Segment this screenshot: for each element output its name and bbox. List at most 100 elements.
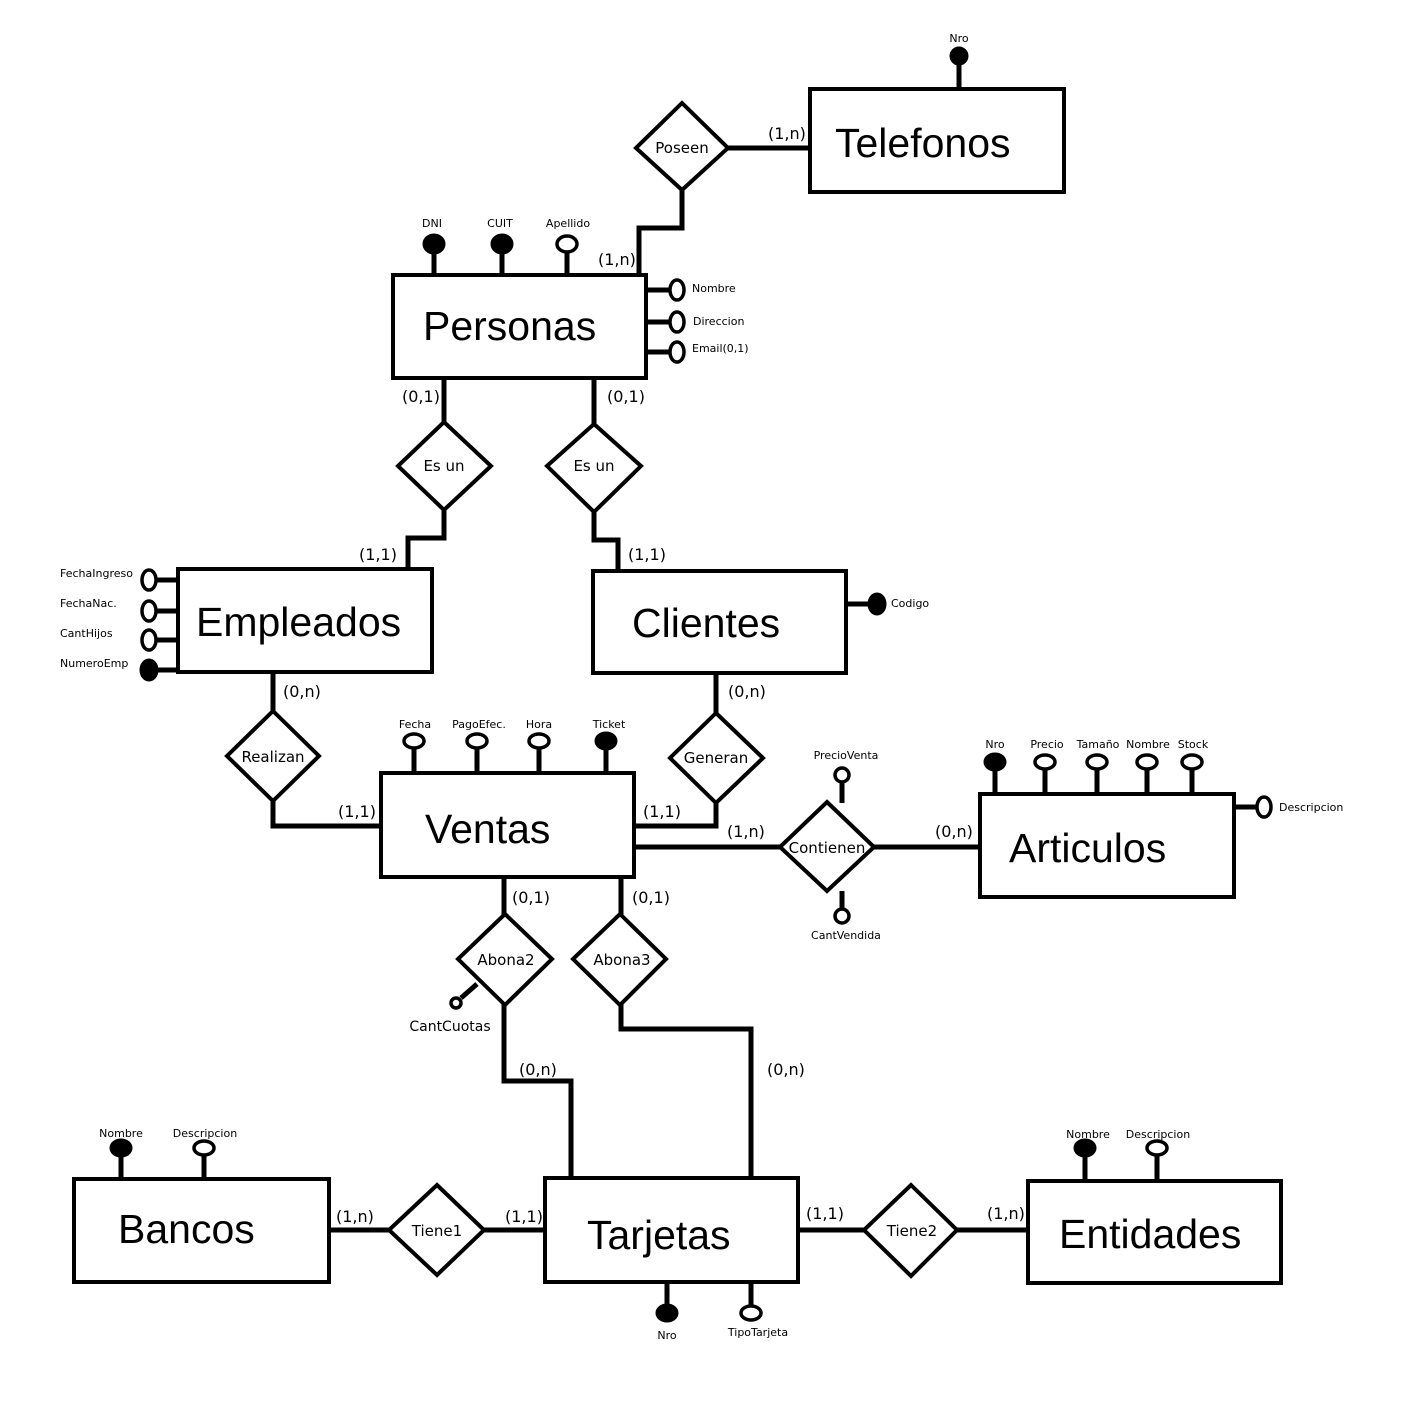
entity-empleados[interactable]: Empleados — [176, 567, 434, 674]
attribute-label: FechaIngreso — [60, 567, 133, 580]
attribute-label: PagoEfec. — [452, 718, 506, 731]
entity-entidades[interactable]: Entidades — [1026, 1179, 1283, 1285]
attribute-marker — [1085, 753, 1109, 771]
entity-label: Telefonos — [835, 120, 1011, 166]
relationship-tiene2[interactable]: Tiene2 — [861, 1182, 960, 1279]
cardinality-label: (1,1) — [628, 545, 666, 564]
entity-label: Ventas — [425, 806, 550, 852]
key-attribute-marker — [490, 233, 514, 255]
attribute-label: Direccion — [693, 315, 744, 328]
relationship-tiene1[interactable]: Tiene1 — [386, 1182, 487, 1278]
key-attribute-marker — [867, 592, 887, 616]
entity-clientes[interactable]: Clientes — [591, 569, 848, 675]
entity-articulos[interactable]: Articulos — [978, 792, 1236, 899]
entity-bancos[interactable]: Bancos — [72, 1177, 331, 1284]
cardinality-label: (1,1) — [338, 802, 376, 821]
attribute-marker — [1180, 753, 1204, 771]
relationship-label: Abona3 — [593, 951, 650, 969]
cardinality-label: (1,1) — [643, 802, 681, 821]
attribute-label: TipoTarjeta — [727, 1326, 788, 1339]
attribute-label: Descripcion — [173, 1127, 237, 1140]
attribute-marker — [140, 628, 158, 652]
cardinality-labels: (1,n) (1,n) (0,1) (0,1) (1,1) (1,1) (0,n… — [283, 124, 1025, 1226]
attribute-marker — [140, 599, 158, 623]
relationship-label: Tiene2 — [886, 1222, 937, 1240]
entity-telefonos[interactable]: Telefonos — [808, 87, 1066, 194]
attribute-marker — [1135, 753, 1159, 771]
key-attribute-marker — [422, 233, 446, 255]
attribute-label: Stock — [1178, 738, 1209, 751]
relationship-label: Tiene1 — [411, 1222, 462, 1240]
relationship-generan[interactable]: Generan — [667, 710, 766, 806]
attribute-marker — [833, 766, 851, 784]
cardinality-label: (1,n) — [768, 124, 806, 143]
relationship-label: Es un — [423, 457, 464, 475]
attribute-label: Email(0,1) — [692, 342, 749, 355]
relationship-abona2[interactable]: Abona2 — [455, 911, 555, 1008]
entity-label: Tarjetas — [587, 1212, 731, 1258]
attribute-label: NumeroEmp — [60, 657, 128, 670]
cardinality-label: (0,n) — [283, 682, 321, 701]
key-attribute-marker — [949, 46, 969, 66]
attribute-label: Nombre — [1126, 738, 1170, 751]
connector-lines — [270, 145, 1028, 1233]
attribute-marker — [402, 732, 426, 750]
relationship-label: Realizan — [241, 748, 304, 766]
attribute-label: Nombre — [1066, 1128, 1110, 1141]
cardinality-label: (0,1) — [607, 387, 645, 406]
cardinality-label: (1,n) — [336, 1207, 374, 1226]
cardinality-label: (0,1) — [402, 387, 440, 406]
key-attribute-marker — [594, 731, 618, 751]
relationship-label: Contienen — [789, 839, 866, 857]
attribute-marker — [739, 1304, 763, 1322]
relationship-label: Es un — [573, 457, 614, 475]
relationship-contienen[interactable]: Contienen — [777, 799, 877, 894]
attribute-marker — [668, 310, 686, 334]
attribute-label: Tamaño — [1076, 738, 1120, 751]
cardinality-label: (1,1) — [359, 545, 397, 564]
attribute-label: Nombre — [692, 282, 736, 295]
cardinality-label: (0,n) — [728, 682, 766, 701]
entity-label: Empleados — [196, 599, 401, 645]
relationship-label: Generan — [684, 749, 748, 767]
key-attribute-marker — [109, 1138, 133, 1158]
entity-label: Articulos — [1009, 825, 1166, 871]
key-attribute-marker — [139, 658, 159, 682]
relationship-realizan[interactable]: Realizan — [224, 708, 322, 804]
cardinality-label: (0,n) — [519, 1060, 557, 1079]
attribute-marker — [1255, 795, 1273, 819]
attribute-label: Precio — [1030, 738, 1064, 751]
attribute-label: Codigo — [891, 597, 929, 610]
attribute-label: CUIT — [487, 217, 513, 230]
entity-ventas[interactable]: Ventas — [379, 771, 636, 879]
attribute-label: Nro — [985, 738, 1005, 751]
attribute-marker — [1145, 1139, 1169, 1157]
attribute-marker — [140, 568, 158, 592]
cardinality-label: (1,1) — [505, 1207, 543, 1226]
relationship-poseen[interactable]: Poseen — [633, 100, 731, 193]
entity-label: Clientes — [632, 600, 780, 646]
attribute-label: Apellido — [546, 217, 590, 230]
attribute-label: Descripcion — [1279, 801, 1343, 814]
relationship-abona3[interactable]: Abona3 — [570, 911, 669, 1008]
attribute-marker — [555, 234, 579, 254]
entity-personas[interactable]: Personas — [391, 273, 648, 380]
relationship-es-un-empleado[interactable]: Es un — [395, 419, 494, 513]
entity-label: Bancos — [118, 1206, 255, 1252]
attribute-label: FechaNac. — [60, 597, 117, 610]
attribute-label: Nombre — [99, 1127, 143, 1140]
relationship-label: Abona2 — [477, 951, 534, 969]
attribute-marker — [192, 1139, 216, 1157]
cardinality-label: (0,n) — [767, 1060, 805, 1079]
cardinality-label: (0,1) — [512, 888, 550, 907]
attribute-label: Nro — [657, 1329, 677, 1342]
entity-label: Personas — [423, 303, 596, 349]
attribute-label: CantCuotas — [409, 1019, 490, 1035]
attribute-labels: Nro DNI CUIT Apellido Nombre Direccion E… — [60, 32, 1343, 1342]
cardinality-label: (1,n) — [727, 822, 765, 841]
attribute-label: Hora — [526, 718, 552, 731]
attribute-marker — [527, 732, 551, 750]
relationship-es-un-cliente[interactable]: Es un — [544, 421, 644, 515]
entity-tarjetas[interactable]: Tarjetas — [543, 1176, 800, 1284]
